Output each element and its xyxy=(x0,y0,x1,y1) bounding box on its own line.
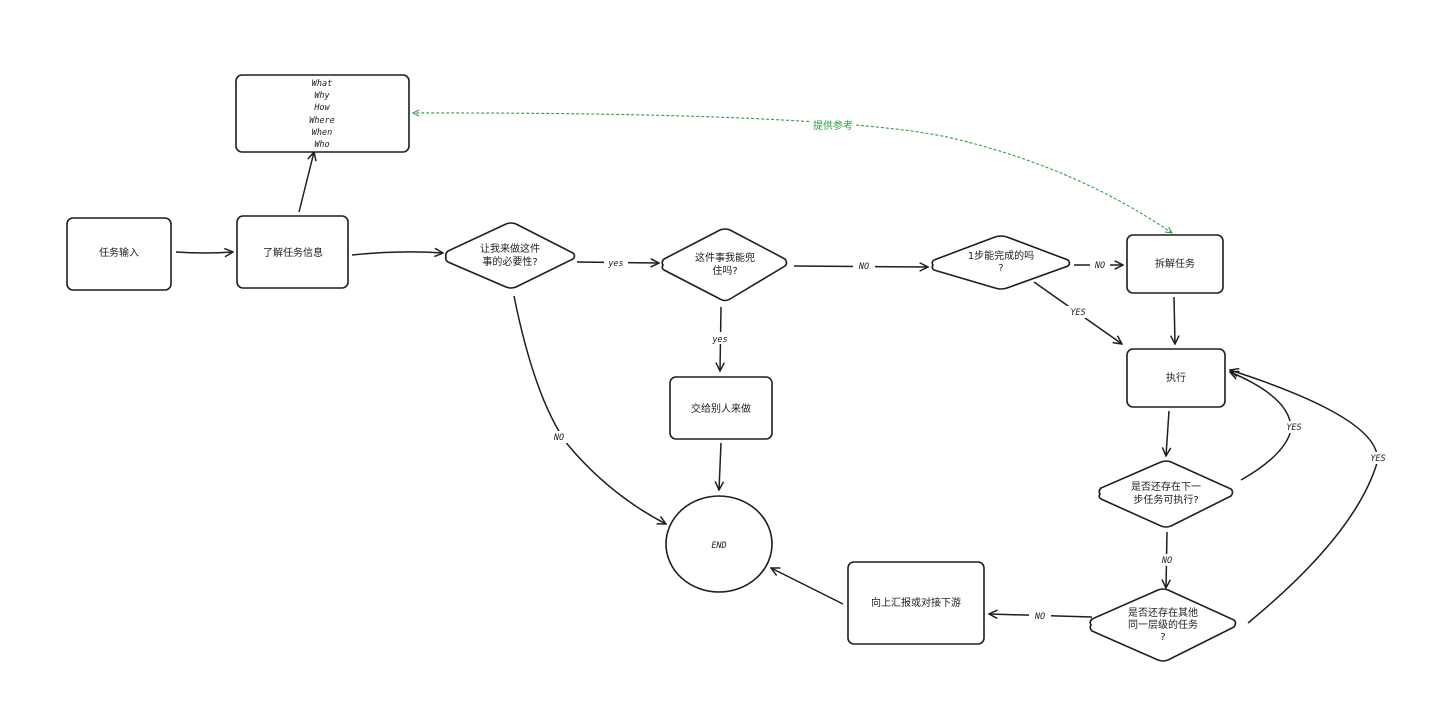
node-one-step-line1: 1步能完成的吗 xyxy=(968,249,1034,262)
edge-delegate-to-end xyxy=(719,442,721,490)
edge-execute-to-next xyxy=(1166,410,1169,456)
edge-necessity-no: NO xyxy=(513,295,666,524)
edge-label-capable-yes: yes xyxy=(711,335,727,345)
info-line-what: What xyxy=(312,79,332,89)
node-understand-task[interactable]: 了解任务信息 xyxy=(236,215,349,289)
info-line-why: Why xyxy=(314,91,330,101)
edge-understand-to-necessity xyxy=(351,252,443,255)
node-next-step-line1: 是否还存在下一 xyxy=(1131,480,1201,493)
edge-label-next-no: NO xyxy=(1161,556,1172,566)
node-capable-decision[interactable]: 这件事我能兜 住吗? xyxy=(661,228,788,302)
edge-onestep-no: NO xyxy=(1074,259,1123,271)
node-decompose-label: 拆解任务 xyxy=(1155,257,1195,270)
edge-samelevel-yes: YES xyxy=(1230,370,1391,624)
node-execute[interactable]: 执行 xyxy=(1126,348,1226,408)
node-end[interactable]: END xyxy=(665,495,773,593)
info-line-who: Who xyxy=(314,140,329,150)
edge-understand-to-info xyxy=(298,152,314,213)
node-task-input[interactable]: 任务输入 xyxy=(66,217,172,291)
info-line-how: How xyxy=(313,103,330,113)
node-end-label: END xyxy=(711,541,726,551)
node-delegate-label: 交给别人来做 xyxy=(691,402,751,415)
edge-necessity-yes: yes xyxy=(576,257,659,269)
info-line-where: Where xyxy=(309,116,335,126)
edge-label-necessity-yes: yes xyxy=(607,259,623,269)
node-one-step-decision[interactable]: 1步能完成的吗 ? xyxy=(931,235,1071,290)
node-report[interactable]: 向上汇报或对接下游 xyxy=(847,561,985,645)
node-same-level-line1: 是否还存在其他 xyxy=(1128,606,1198,619)
edge-samelevel-no: NO xyxy=(989,610,1093,622)
edge-label-samelevel-no: NO xyxy=(1034,612,1045,622)
edge-label-capable-no: NO xyxy=(858,262,869,272)
node-next-step-line2: 步任务可执行? xyxy=(1133,493,1198,506)
node-task-input-label: 任务输入 xyxy=(99,246,139,259)
node-report-label: 向上汇报或对接下游 xyxy=(871,596,961,609)
edge-label-onestep-yes: YES xyxy=(1070,308,1085,318)
edge-label-samelevel-yes: YES xyxy=(1370,454,1385,464)
edge-decompose-to-execute xyxy=(1174,296,1175,344)
edge-onestep-yes: YES xyxy=(1033,281,1122,344)
edge-input-to-understand xyxy=(175,252,233,253)
edge-label-next-yes: YES xyxy=(1286,423,1301,433)
node-necessity-line2: 事的必要性? xyxy=(482,255,537,268)
edge-next-no: NO xyxy=(1157,531,1177,588)
node-same-level-line3: ? xyxy=(1160,632,1165,643)
edge-label-reference: 提供参考 xyxy=(813,119,853,132)
node-5w1h-info[interactable]: What Why How Where When Who xyxy=(235,74,410,153)
info-line-when: When xyxy=(312,128,332,138)
node-capable-line2: 住吗? xyxy=(712,264,737,277)
node-capable-line1: 这件事我能兜 xyxy=(695,251,755,264)
node-one-step-line2: ? xyxy=(998,263,1003,274)
edge-reference-dashed: 提供参考 xyxy=(413,113,1172,233)
node-same-level-line2: 同一层级的任务 xyxy=(1128,618,1198,631)
node-understand-task-label: 了解任务信息 xyxy=(263,246,323,259)
node-necessity-decision[interactable]: 让我来做这件 事的必要性? xyxy=(444,222,576,289)
node-next-step-decision[interactable]: 是否还存在下一 步任务可执行? xyxy=(1098,460,1234,528)
edge-capable-yes: yes xyxy=(708,306,732,371)
edge-label-necessity-no: NO xyxy=(553,433,564,443)
edge-report-to-end xyxy=(771,568,844,605)
edge-next-yes: YES xyxy=(1230,372,1307,481)
node-execute-label: 执行 xyxy=(1166,371,1186,384)
edge-capable-no: NO xyxy=(793,260,928,272)
node-decompose[interactable]: 拆解任务 xyxy=(1126,234,1224,294)
node-necessity-line1: 让我来做这件 xyxy=(480,242,540,255)
node-delegate[interactable]: 交给别人来做 xyxy=(669,376,773,440)
edge-label-onestep-no: NO xyxy=(1094,261,1105,271)
node-same-level-decision[interactable]: 是否还存在其他 同一层级的任务 ? xyxy=(1089,588,1237,662)
